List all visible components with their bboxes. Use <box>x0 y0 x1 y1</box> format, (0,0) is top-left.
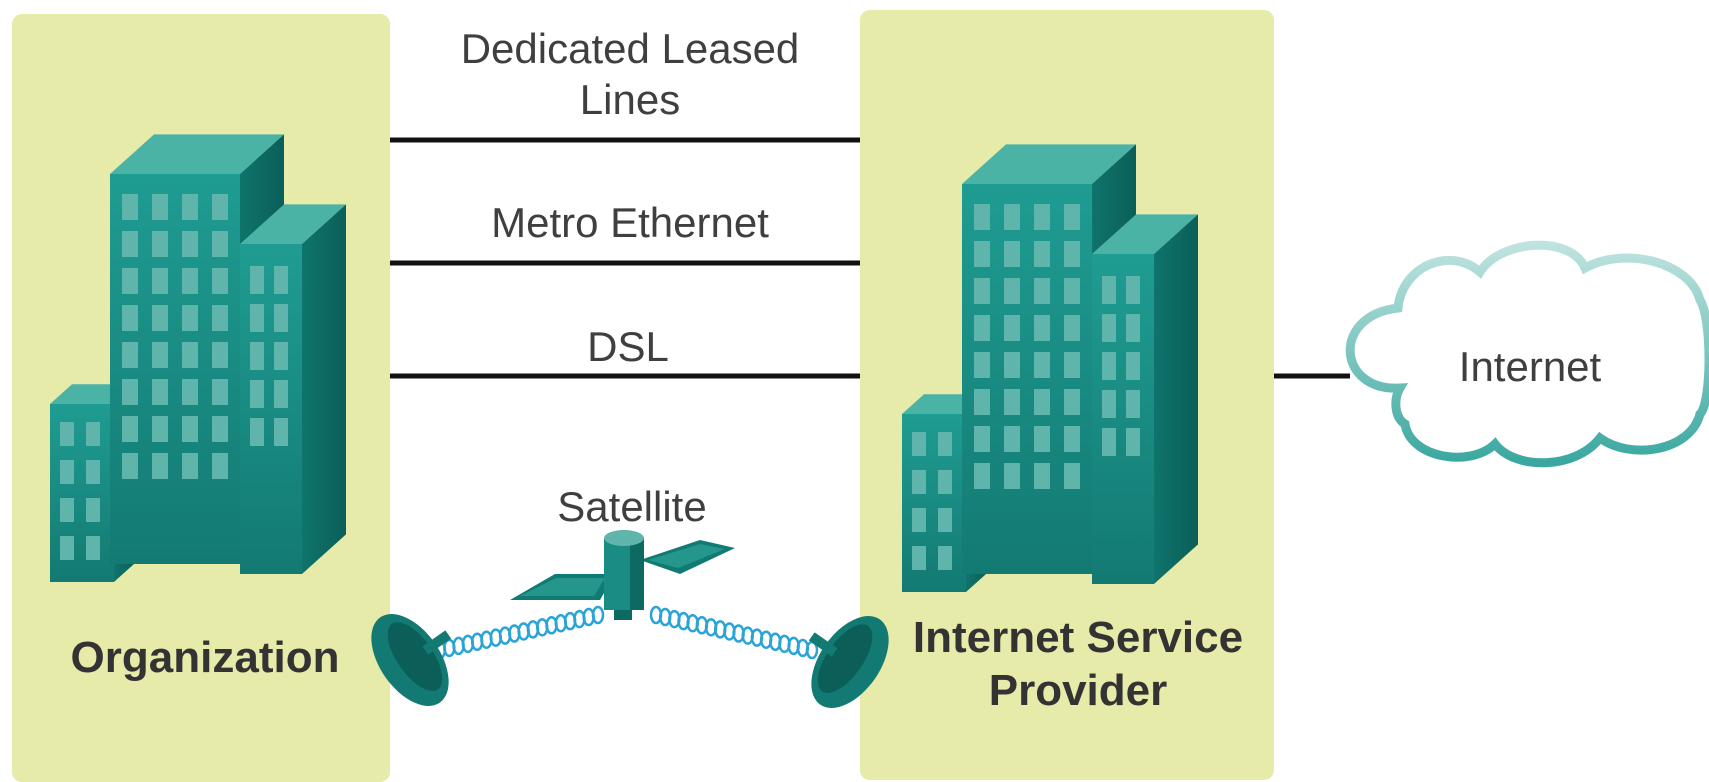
isp-dish-icon <box>808 616 889 708</box>
isp-label-line2: Provider <box>989 666 1168 715</box>
metro-ethernet-label: Metro Ethernet <box>491 199 769 246</box>
leased-label-line1: Dedicated Leased <box>461 25 800 72</box>
isp-building-icon <box>902 144 1198 592</box>
isp-label-line1: Internet Service <box>913 613 1243 662</box>
satellite-icon <box>510 530 735 620</box>
internet-cloud-icon <box>1345 240 1709 468</box>
dsl-label: DSL <box>587 323 669 370</box>
leased-label-line2: Lines <box>580 76 680 123</box>
satellite-signal-left <box>433 605 605 660</box>
organization-dish-icon <box>371 614 452 706</box>
internet-label: Internet <box>1459 343 1602 390</box>
organization-building-icon <box>50 134 346 582</box>
organization-label: Organization <box>71 633 340 682</box>
satellite-label: Satellite <box>557 483 706 530</box>
satellite-signal-right <box>649 605 819 660</box>
